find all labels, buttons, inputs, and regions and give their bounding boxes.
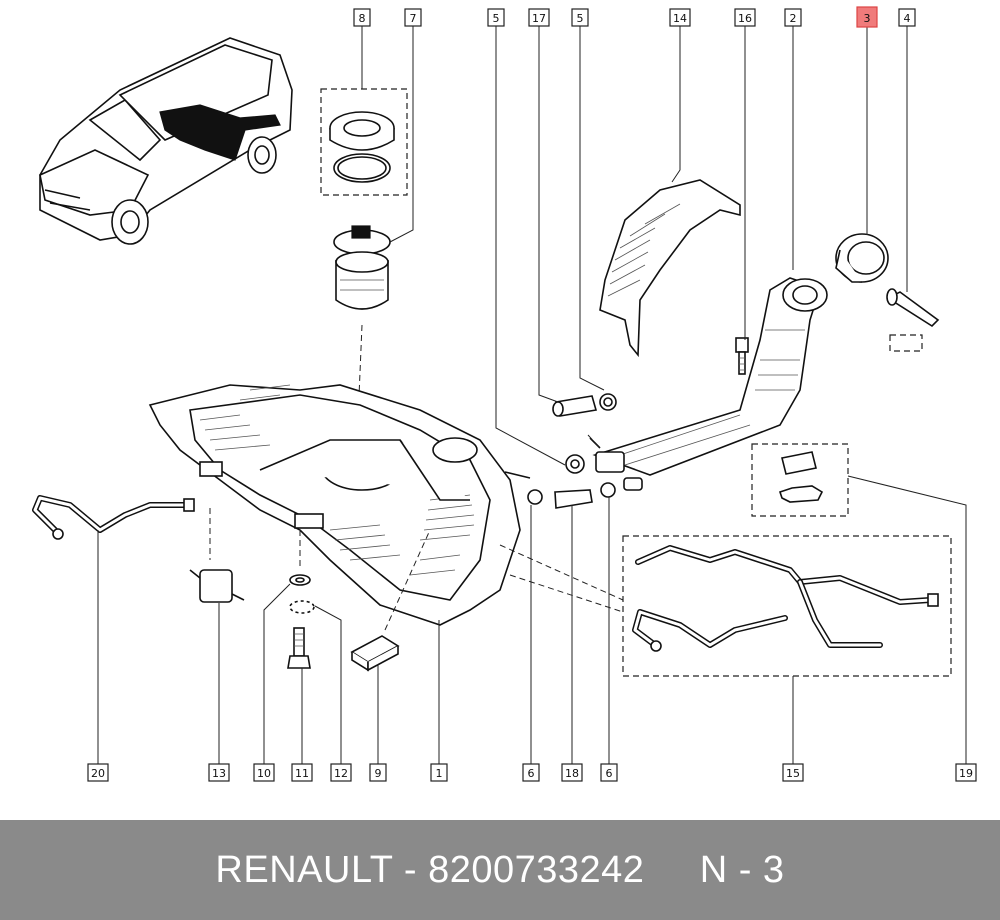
rivet (886, 288, 940, 352)
leader-lines (97, 26, 967, 764)
svg-text:1: 1 (436, 767, 443, 780)
callout-13: 13 (208, 763, 230, 782)
svg-text:14: 14 (673, 12, 687, 25)
svg-text:2: 2 (790, 12, 797, 25)
callout-16: 16 (734, 8, 756, 27)
callout-14: 14 (669, 8, 691, 27)
callout-19: 19 (955, 763, 977, 782)
callout-4: 4 (898, 8, 916, 27)
filler-bolt (735, 337, 749, 375)
svg-text:12: 12 (334, 767, 348, 780)
svg-text:11: 11 (295, 767, 309, 780)
svg-text:6: 6 (606, 767, 613, 780)
callout-labels: 8 7 5 17 5 14 16 2 3 4 20 13 10 11 12 9 … (87, 6, 977, 782)
svg-text:5: 5 (493, 12, 500, 25)
callout-20: 20 (87, 763, 109, 782)
callout-3-highlighted: 3 (856, 6, 878, 28)
fuel-pump-module (333, 225, 391, 421)
callout-1: 1 (430, 763, 448, 782)
hose-kit (751, 443, 849, 517)
part-number: 8200733242 (428, 848, 645, 891)
diagram-position: N - 3 (699, 848, 785, 891)
svg-text:15: 15 (786, 767, 800, 780)
fuel-pipes (622, 535, 952, 677)
callout-6-left: 6 (522, 763, 540, 782)
svg-text:13: 13 (212, 767, 226, 780)
footer-caption: RENAULT - 8200733242 N - 3 (215, 849, 784, 892)
filler-neck (592, 277, 828, 491)
callout-7: 7 (404, 8, 422, 27)
svg-text:18: 18 (565, 767, 579, 780)
foam-pad (350, 529, 431, 672)
svg-text:16: 16 (738, 12, 752, 25)
callout-2: 2 (784, 8, 802, 27)
callout-10: 10 (253, 763, 275, 782)
caption-separator: - (392, 848, 429, 891)
svg-text:9: 9 (375, 767, 382, 780)
callout-11: 11 (291, 763, 313, 782)
callout-15: 15 (782, 763, 804, 782)
svg-text:8: 8 (359, 12, 366, 25)
caption-gap (644, 849, 699, 891)
heat-shield (599, 179, 741, 358)
footer-bar: RENAULT - 8200733242 N - 3 (0, 820, 1000, 920)
fuel-tank (148, 384, 521, 626)
breather-pipe-left (32, 495, 211, 560)
svg-text:19: 19 (959, 767, 973, 780)
svg-text:6: 6 (528, 767, 535, 780)
svg-text:17: 17 (532, 12, 546, 25)
callout-17: 17 (528, 8, 550, 27)
svg-text:4: 4 (904, 12, 911, 25)
exploded-parts-diagram: 8 7 5 17 5 14 16 2 3 4 20 13 10 11 12 9 … (32, 6, 977, 782)
callout-5-top-left: 5 (487, 8, 505, 27)
svg-text:3: 3 (864, 12, 871, 25)
svg-text:5: 5 (577, 12, 584, 25)
callout-12: 12 (330, 763, 352, 782)
callout-18: 18 (561, 763, 583, 782)
callout-5-top-right: 5 (571, 8, 589, 27)
vehicle-illustration (39, 37, 293, 245)
svg-text:10: 10 (257, 767, 271, 780)
svg-text:7: 7 (410, 12, 417, 25)
fuel-filter (189, 569, 245, 603)
callout-6-right: 6 (600, 763, 618, 782)
mounting-hardware (287, 530, 315, 669)
callout-9: 9 (369, 763, 387, 782)
callout-8: 8 (353, 8, 371, 27)
brand-name: RENAULT (215, 848, 393, 891)
filler-cap-seal (835, 233, 889, 283)
svg-text:20: 20 (91, 767, 105, 780)
hoses-and-clamps (504, 393, 617, 509)
lock-ring-and-seal (320, 88, 408, 196)
